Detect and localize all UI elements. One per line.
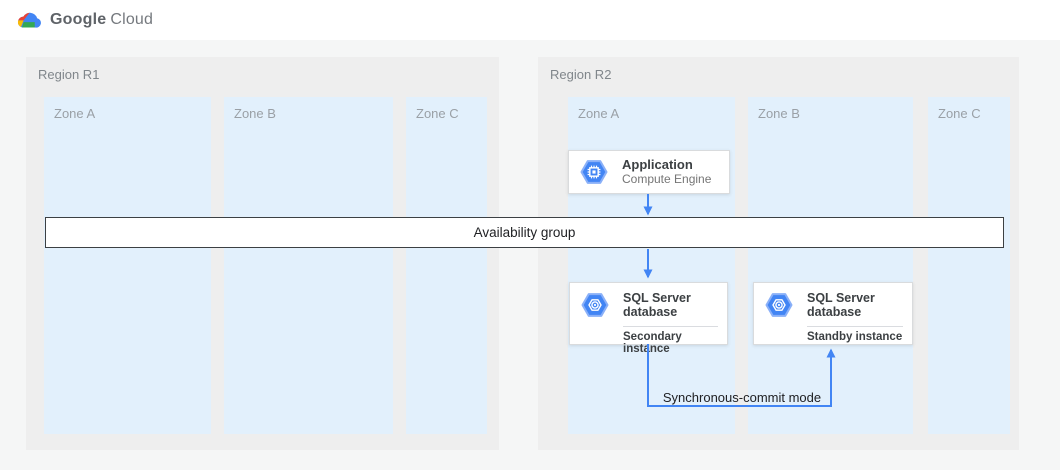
region-r1-zone-c: Zone C bbox=[406, 97, 487, 434]
sql-card-title: SQL Server database bbox=[623, 291, 691, 319]
sql-card-title: SQL Server database bbox=[807, 291, 875, 319]
synchronous-commit-label: Synchronous-commit mode bbox=[662, 390, 822, 405]
sql-server-icon bbox=[581, 293, 609, 317]
standby-instance-label: Standby instance bbox=[807, 331, 903, 343]
zone-label: Zone C bbox=[938, 106, 981, 121]
logo-cloud-word: Cloud bbox=[110, 10, 154, 28]
cloud-icon bbox=[17, 12, 41, 28]
availability-group-label: Availability group bbox=[473, 225, 576, 240]
sql-secondary-card: SQL Server database Secondary instance bbox=[569, 282, 728, 355]
region-r2-zone-c: Zone C bbox=[928, 97, 1010, 434]
compute-engine-icon bbox=[580, 160, 608, 184]
region-r1-label: Region R1 bbox=[38, 67, 100, 82]
region-r1: Region R1 Zone A Zone B Zone C bbox=[26, 57, 499, 450]
region-r1-zone-a: Zone A bbox=[44, 97, 211, 434]
region-r2-zone-b: Zone B bbox=[748, 97, 913, 434]
zone-label: Zone B bbox=[234, 106, 276, 121]
zone-label: Zone A bbox=[54, 106, 96, 121]
secondary-instance-label: Secondary instance bbox=[623, 331, 682, 355]
logo-google-word: Google bbox=[50, 10, 107, 28]
zone-label: Zone B bbox=[758, 106, 800, 121]
application-card: Application Compute Engine bbox=[568, 150, 730, 194]
region-r2-zone-a: Zone A bbox=[568, 97, 735, 434]
region-r2-label: Region R2 bbox=[550, 67, 612, 82]
availability-group-band: Availability group bbox=[45, 217, 1004, 248]
sql-server-icon bbox=[765, 293, 793, 317]
card-divider bbox=[807, 326, 903, 327]
application-card-title: Application bbox=[622, 157, 693, 172]
application-card-subtitle: Compute Engine bbox=[622, 172, 712, 186]
sql-standby-card: SQL Server database Standby instance bbox=[753, 282, 913, 345]
zone-label: Zone A bbox=[578, 106, 620, 121]
zone-label: Zone C bbox=[416, 106, 459, 121]
region-r1-zone-b: Zone B bbox=[224, 97, 393, 434]
card-divider bbox=[623, 326, 718, 327]
